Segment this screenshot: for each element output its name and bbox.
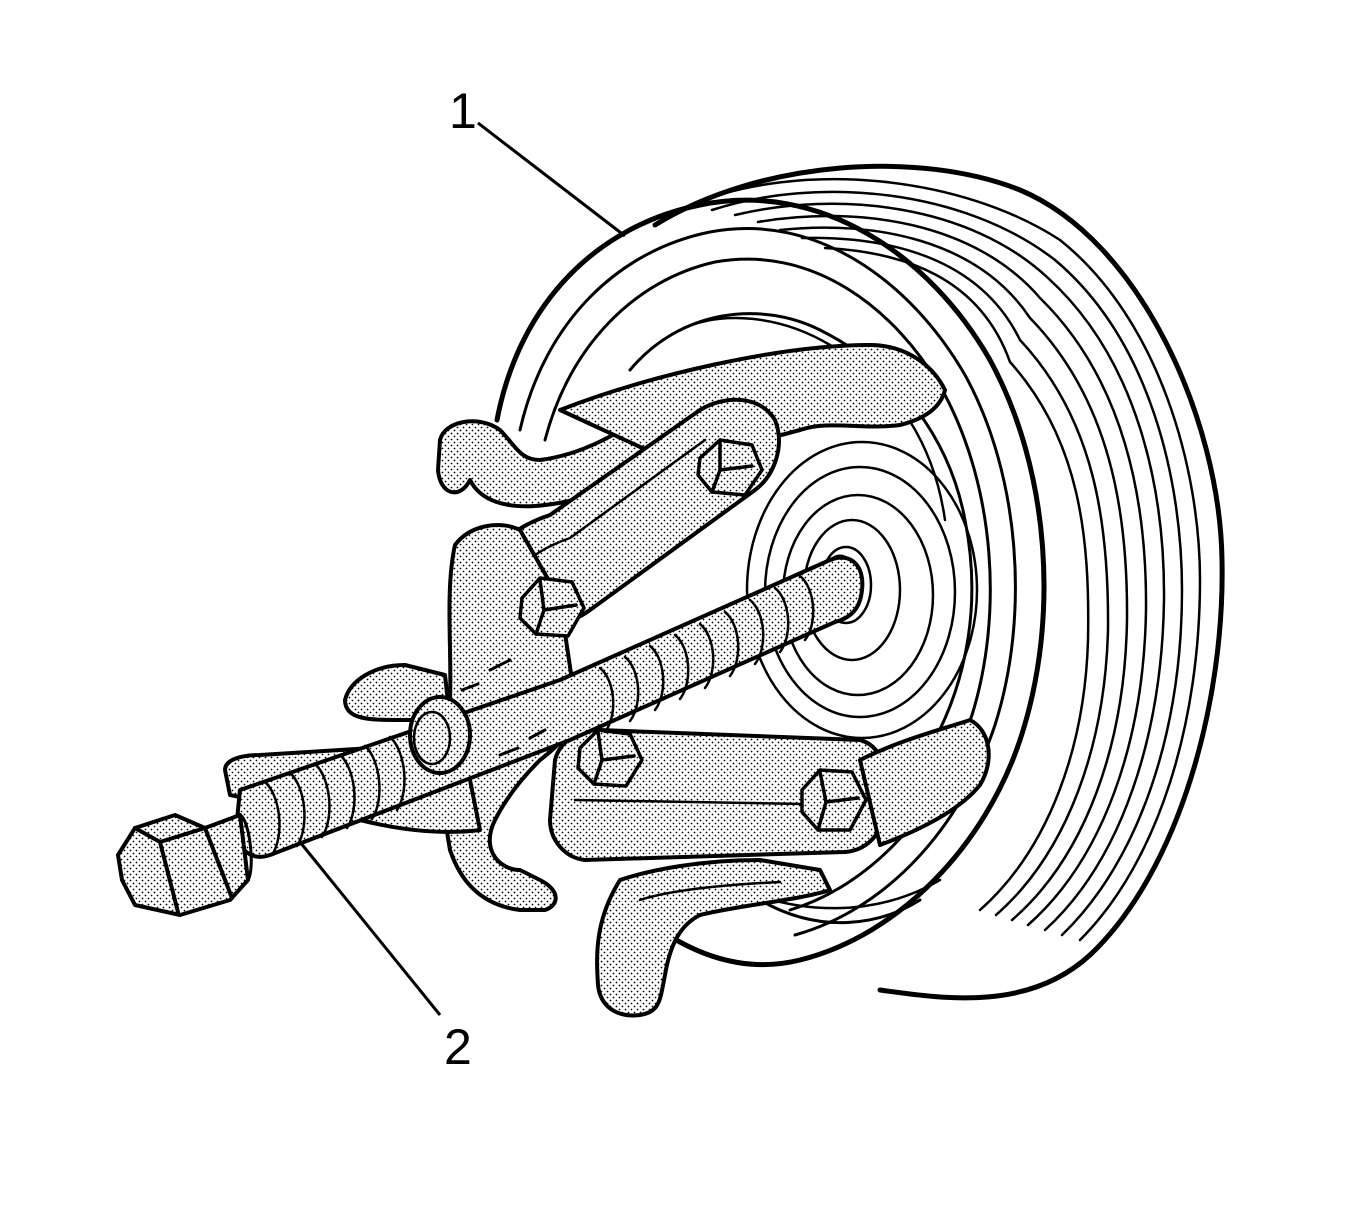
pulley-front-rim	[494, 197, 1047, 968]
hex-drive-head	[116, 813, 250, 917]
bolt-top-right	[696, 438, 764, 497]
puller-tool	[116, 343, 991, 1018]
leader-lines	[298, 121, 626, 1016]
callout-label-2: 2	[444, 1019, 472, 1075]
screw-collar	[408, 695, 472, 775]
lower-jaw-hook	[595, 858, 832, 1018]
bolt-top-left	[518, 576, 586, 638]
bolt-bottom-right	[800, 768, 868, 832]
leader-line-1	[477, 121, 626, 238]
pulley-hub-rings	[745, 440, 979, 740]
forcing-screw-threads	[263, 574, 815, 857]
lower-jaw-arm	[858, 718, 991, 847]
pulley-hub-recess	[628, 312, 974, 792]
pulley-grooves	[688, 177, 1202, 942]
bolt-bottom-left	[576, 728, 644, 788]
callout-label-1: 1	[449, 83, 477, 139]
leader-line-2	[298, 841, 442, 1016]
yoke-dash-marks	[460, 658, 547, 757]
